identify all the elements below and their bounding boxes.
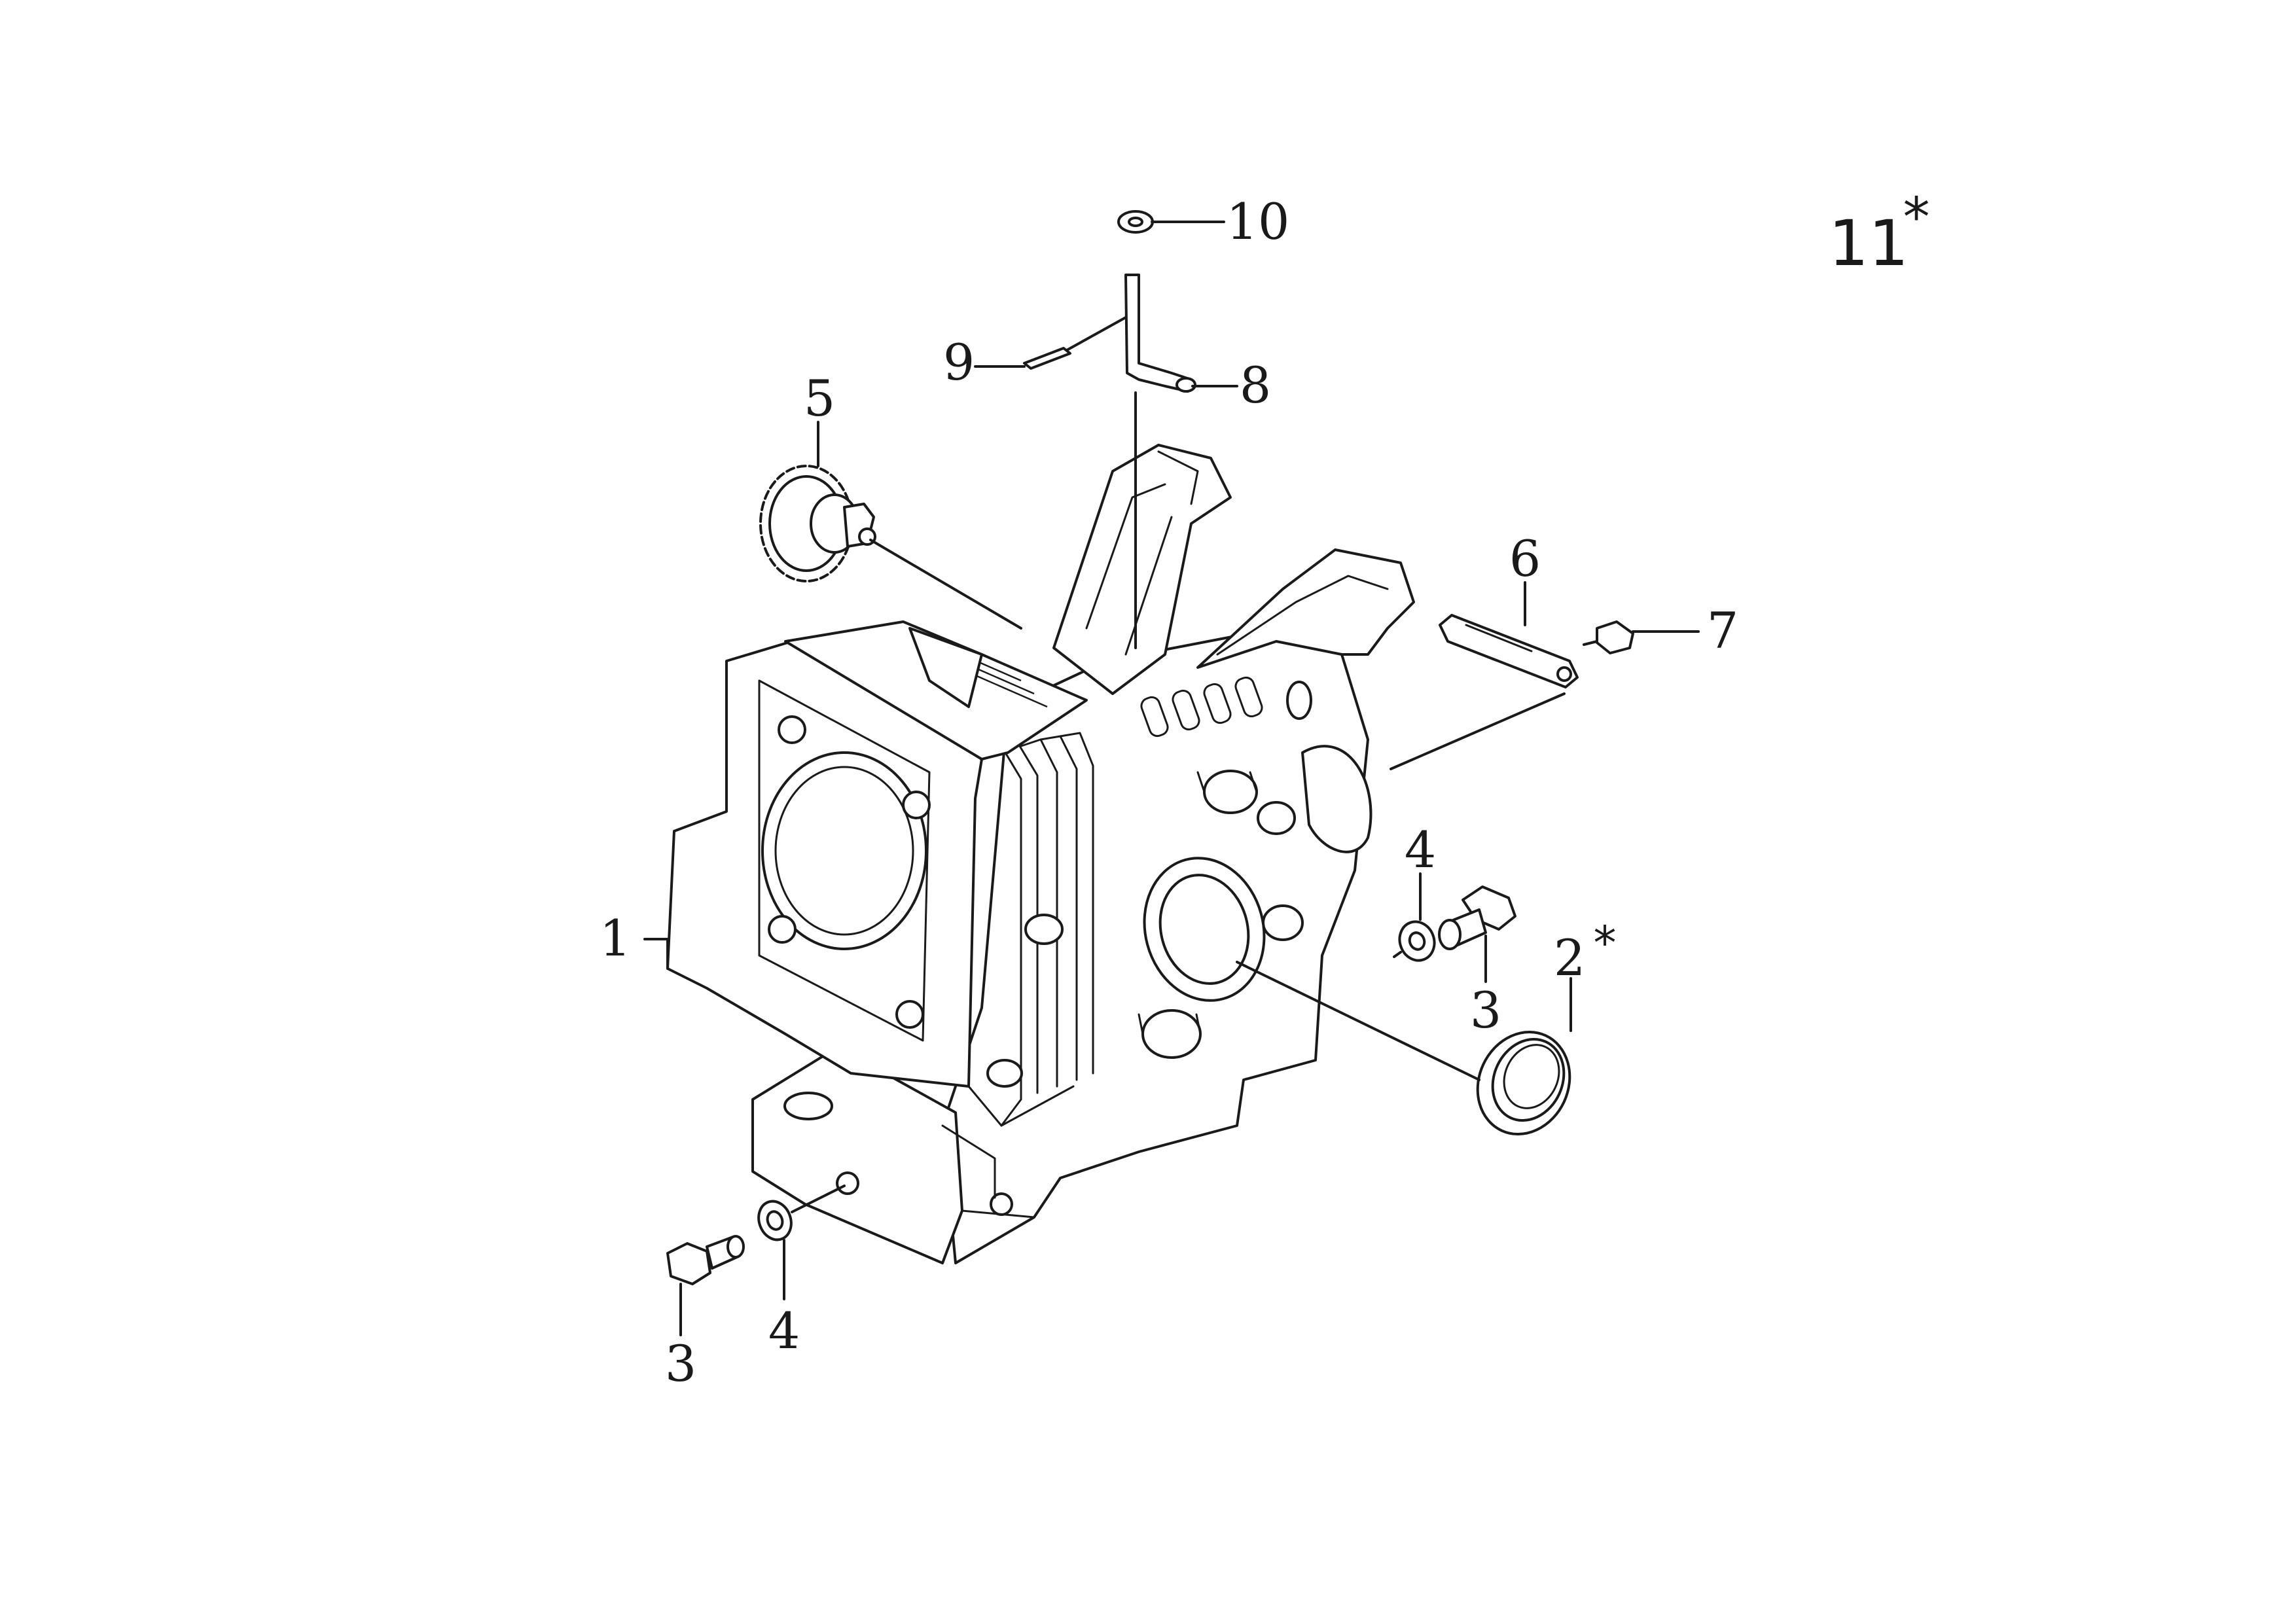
assembly-reference: 11 *: [1829, 187, 1930, 280]
pin-9: [1023, 316, 1127, 370]
callout-4-left: 4: [768, 1302, 800, 1360]
callout-3-left: 3: [665, 1334, 696, 1393]
governor-arm-6: [1390, 614, 1579, 770]
callout-5: 5: [804, 369, 835, 427]
governor-shaft-8: [1124, 274, 1196, 649]
crankcase: [666, 444, 1415, 1264]
callout-3-right: 3: [1470, 981, 1501, 1039]
assembly-marker: *: [1903, 187, 1930, 249]
callout-8: 8: [1240, 356, 1271, 414]
drain-bolt-right: [1438, 885, 1516, 950]
callout-6: 6: [1509, 529, 1541, 588]
callout-9: 9: [943, 333, 975, 391]
callout-4-right: 4: [1405, 821, 1436, 879]
washer-10: [1117, 210, 1154, 234]
drain-bolt-left: [666, 1235, 745, 1285]
callout-7: 7: [1707, 601, 1738, 660]
bolt-7: [1583, 620, 1634, 654]
assembly-number: 11: [1829, 207, 1909, 280]
washer-left: [757, 1185, 846, 1241]
callout-1: 1: [600, 909, 631, 967]
governor-gear-5: [759, 465, 1022, 630]
callout-2-marker: *: [1594, 916, 1617, 970]
oil-seal-2: [1236, 961, 1571, 1135]
callout-10: 10: [1227, 192, 1290, 251]
washer-right: [1393, 920, 1436, 962]
callout-2: 2: [1554, 929, 1585, 987]
callout-labels: 1 2 * 3 3 4 4 5 6 7 8 9 10: [600, 192, 1738, 1393]
leader-lines: [643, 221, 1700, 1336]
